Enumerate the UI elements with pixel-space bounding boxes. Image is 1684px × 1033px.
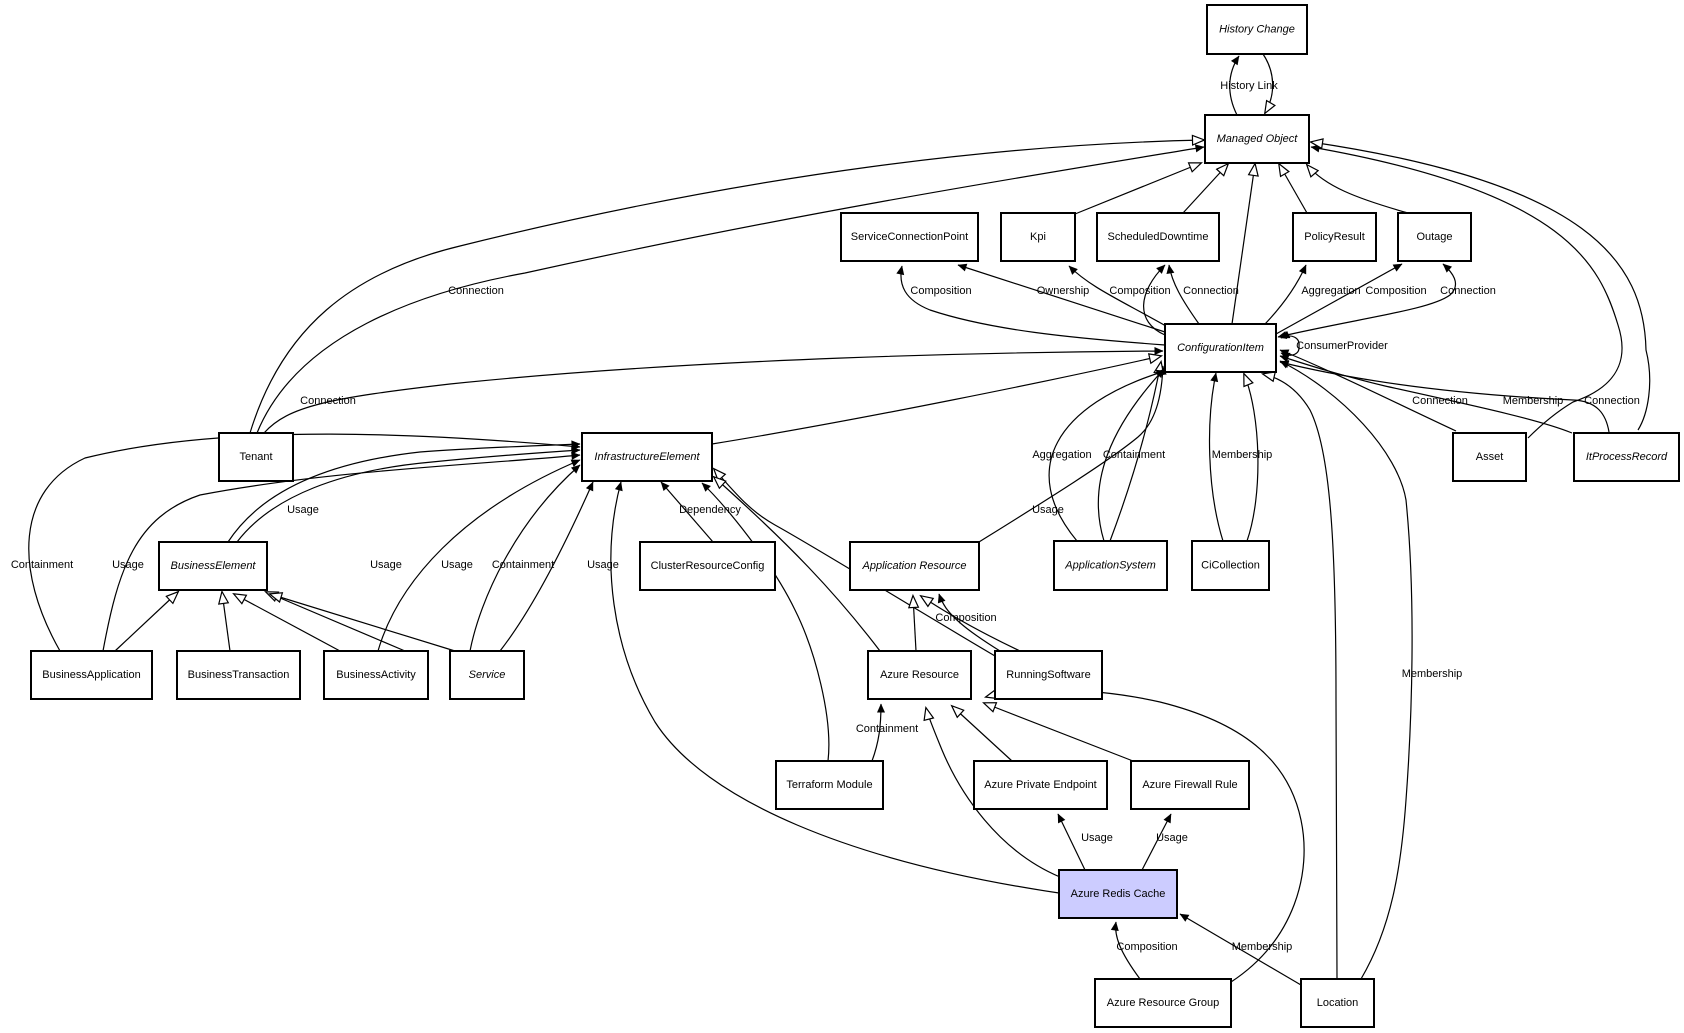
svg-text:Usage: Usage xyxy=(287,504,319,516)
svg-text:ServiceConnectionPoint: ServiceConnectionPoint xyxy=(851,231,968,243)
svg-text:Azure Resource: Azure Resource xyxy=(880,669,959,681)
svg-text:Containment: Containment xyxy=(492,559,554,571)
svg-text:Connection: Connection xyxy=(1183,285,1239,297)
svg-text:Composition: Composition xyxy=(1109,285,1170,297)
svg-text:Connection: Connection xyxy=(300,395,356,407)
svg-text:Aggregation: Aggregation xyxy=(1301,285,1360,297)
svg-text:Azure Private Endpoint: Azure Private Endpoint xyxy=(984,779,1097,791)
svg-text:ClusterResourceConfig: ClusterResourceConfig xyxy=(651,560,765,572)
svg-text:Usage: Usage xyxy=(1081,832,1113,844)
svg-text:PolicyResult: PolicyResult xyxy=(1304,231,1365,243)
svg-text:Usage: Usage xyxy=(370,559,402,571)
svg-text:ItProcessRecord: ItProcessRecord xyxy=(1586,451,1668,463)
svg-text:Connection: Connection xyxy=(1440,285,1496,297)
svg-text:BusinessApplication: BusinessApplication xyxy=(42,669,140,681)
svg-text:Membership: Membership xyxy=(1402,668,1463,680)
svg-text:Composition: Composition xyxy=(935,612,996,624)
svg-text:ScheduledDowntime: ScheduledDowntime xyxy=(1108,231,1209,243)
svg-text:BusinessElement: BusinessElement xyxy=(171,560,257,572)
svg-text:Terraform Module: Terraform Module xyxy=(786,779,872,791)
svg-text:Usage: Usage xyxy=(587,559,619,571)
svg-text:Azure Firewall Rule: Azure Firewall Rule xyxy=(1142,779,1237,791)
svg-text:Asset: Asset xyxy=(1476,451,1504,463)
svg-text:Usage: Usage xyxy=(1032,504,1064,516)
svg-text:Usage: Usage xyxy=(1156,832,1188,844)
svg-text:Containment: Containment xyxy=(1103,449,1165,461)
svg-text:Composition: Composition xyxy=(910,285,971,297)
svg-text:History Link: History Link xyxy=(1220,80,1278,92)
svg-text:Connection: Connection xyxy=(1412,395,1468,407)
svg-text:ConsumerProvider: ConsumerProvider xyxy=(1296,340,1388,352)
svg-text:Connection: Connection xyxy=(1584,395,1640,407)
svg-text:Dependency: Dependency xyxy=(679,504,741,516)
svg-text:Application Resource: Application Resource xyxy=(862,560,967,572)
svg-text:CiCollection: CiCollection xyxy=(1201,560,1260,572)
svg-text:Aggregation: Aggregation xyxy=(1032,449,1091,461)
svg-text:ApplicationSystem: ApplicationSystem xyxy=(1064,560,1156,572)
svg-text:Outage: Outage xyxy=(1416,231,1452,243)
svg-text:Composition: Composition xyxy=(1116,941,1177,953)
svg-text:Containment: Containment xyxy=(11,559,73,571)
svg-text:Ownership: Ownership xyxy=(1037,285,1090,297)
svg-text:Service: Service xyxy=(469,669,506,681)
svg-text:Managed Object: Managed Object xyxy=(1217,133,1299,145)
svg-text:Azure Redis Cache: Azure Redis Cache xyxy=(1071,888,1166,900)
svg-text:Membership: Membership xyxy=(1503,395,1564,407)
svg-text:Membership: Membership xyxy=(1232,941,1293,953)
svg-text:Location: Location xyxy=(1317,997,1359,1009)
svg-text:Containment: Containment xyxy=(856,723,918,735)
svg-text:Connection: Connection xyxy=(448,285,504,297)
svg-text:Tenant: Tenant xyxy=(239,451,272,463)
svg-text:Kpi: Kpi xyxy=(1030,231,1046,243)
svg-text:Usage: Usage xyxy=(112,559,144,571)
svg-text:InfrastructureElement: InfrastructureElement xyxy=(594,451,700,463)
svg-text:Composition: Composition xyxy=(1365,285,1426,297)
svg-text:History Change: History Change xyxy=(1219,24,1295,36)
svg-text:RunningSoftware: RunningSoftware xyxy=(1006,669,1090,681)
svg-text:Membership: Membership xyxy=(1212,449,1273,461)
svg-text:BusinessTransaction: BusinessTransaction xyxy=(188,669,290,681)
svg-text:BusinessActivity: BusinessActivity xyxy=(336,669,416,681)
svg-text:Azure Resource Group: Azure Resource Group xyxy=(1107,997,1220,1009)
svg-text:ConfigurationItem: ConfigurationItem xyxy=(1177,342,1264,354)
svg-text:Usage: Usage xyxy=(441,559,473,571)
